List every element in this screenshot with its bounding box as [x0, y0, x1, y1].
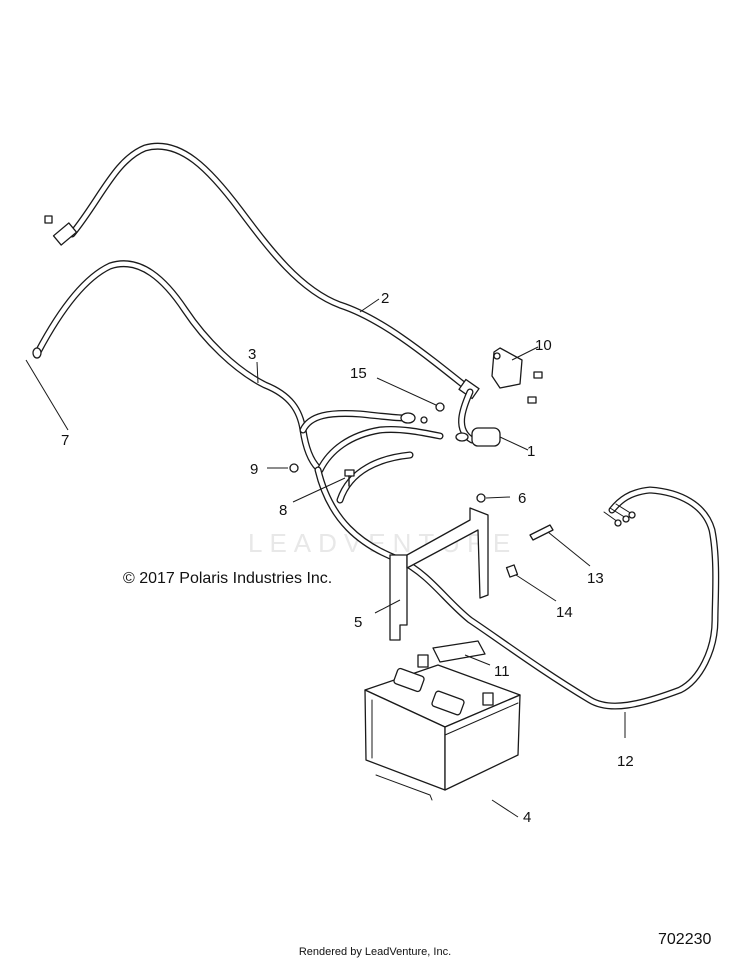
part-10-relay[interactable]	[491, 347, 543, 404]
callout-2: 2	[381, 290, 389, 307]
part-3-cable[interactable]	[32, 260, 428, 472]
callout-11: 11	[494, 663, 510, 680]
callout-4: 4	[523, 809, 531, 826]
part-2-cable[interactable]	[44, 142, 480, 400]
part-11-label[interactable]	[432, 640, 486, 663]
part-8-bolt[interactable]	[344, 469, 355, 487]
callout-10: 10	[535, 337, 552, 354]
part-14-clip[interactable]	[505, 564, 519, 578]
callout-5: 5	[354, 614, 362, 631]
callout-1: 1	[527, 443, 535, 460]
callout-13: 13	[587, 570, 604, 587]
callouts: 1 2 3 4 5 6 7 8 9 10 11 12 13 14 15	[61, 290, 634, 826]
callout-14: 14	[556, 604, 573, 621]
diagram-id: 702230	[658, 931, 712, 948]
callout-8: 8	[279, 502, 287, 519]
callout-9: 9	[250, 461, 258, 478]
part-15-nut[interactable]	[435, 402, 445, 412]
callout-7: 7	[61, 432, 69, 449]
part-12-harness[interactable]	[314, 451, 720, 710]
part-5-bracket[interactable]	[389, 507, 489, 641]
callout-15: 15	[350, 365, 367, 382]
callout-12: 12	[617, 753, 634, 770]
footer-credit: Rendered by LeadVenture, Inc.	[298, 946, 452, 958]
part-1-terminal[interactable]	[316, 388, 501, 474]
copyright-notice: © 2017 Polaris Industries Inc.	[123, 570, 333, 587]
leader-lines	[25, 298, 626, 818]
part-9-nut[interactable]	[289, 463, 299, 473]
part-6-bolt[interactable]	[476, 493, 486, 503]
part-13-strip[interactable]	[529, 524, 554, 541]
callout-3: 3	[248, 346, 256, 363]
callout-6: 6	[518, 490, 526, 507]
part-4-battery[interactable]	[364, 654, 521, 801]
